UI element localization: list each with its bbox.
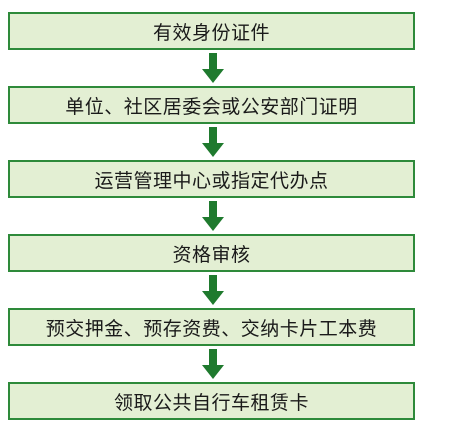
step-service-center: 运营管理中心或指定代办点: [8, 160, 415, 198]
step-label: 预交押金、预存资费、交纳卡片工本费: [45, 317, 378, 340]
step-qualification-review: 资格审核: [8, 234, 415, 272]
step-payment: 预交押金、预存资费、交纳卡片工本费: [8, 308, 415, 346]
step-id-card: 有效身份证件: [8, 12, 415, 50]
step-certificate: 单位、社区居委会或公安部门证明: [8, 86, 415, 124]
step-receive-card: 领取公共自行车租赁卡: [8, 382, 415, 420]
step-label: 有效身份证件: [152, 21, 270, 44]
down-arrow-icon: [202, 201, 224, 231]
down-arrow-icon: [202, 275, 224, 305]
step-label: 资格审核: [172, 243, 251, 266]
down-arrow-icon: [202, 53, 224, 83]
step-label: 单位、社区居委会或公安部门证明: [65, 95, 358, 118]
step-label: 运营管理中心或指定代办点: [94, 169, 329, 192]
step-label: 领取公共自行车租赁卡: [113, 391, 309, 414]
down-arrow-icon: [202, 349, 224, 379]
down-arrow-icon: [202, 127, 224, 157]
